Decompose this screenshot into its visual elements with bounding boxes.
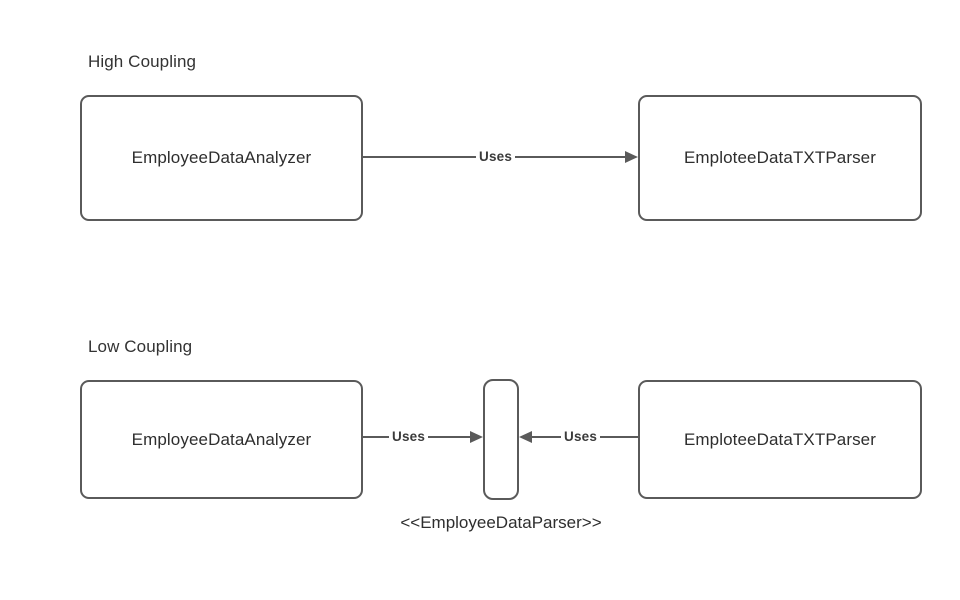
class-box-employee-data-analyzer-low[interactable]: EmployeeDataAnalyzer bbox=[80, 380, 363, 499]
arrowhead-icon-high-coupling bbox=[625, 151, 638, 163]
arrowhead-icon-low-coupling-left bbox=[470, 431, 483, 443]
section-heading-high-coupling: High Coupling bbox=[88, 52, 197, 71]
class-box-employee-data-txt-parser-high[interactable]: EmploteeDataTXTParser bbox=[638, 95, 922, 221]
class-box-employee-data-analyzer-high[interactable]: EmployeeDataAnalyzer bbox=[80, 95, 363, 221]
class-box-employee-data-txt-parser-low[interactable]: EmploteeDataTXTParser bbox=[638, 380, 922, 499]
interface-caption-employee-data-parser: <<EmployeeDataParser>> bbox=[400, 513, 602, 532]
class-box-label: EmployeeDataAnalyzer bbox=[131, 148, 312, 167]
arrowhead-icon-low-coupling-right bbox=[519, 431, 532, 443]
class-box-label: EmploteeDataTXTParser bbox=[683, 148, 876, 167]
edge-label-uses-low-coupling-left: Uses bbox=[389, 429, 429, 445]
edge-label-uses-low-coupling-right: Uses bbox=[561, 429, 601, 445]
section-heading-low-coupling: Low Coupling bbox=[88, 337, 193, 356]
edge-label-uses-high-coupling: Uses bbox=[476, 149, 516, 165]
class-box-label: EmploteeDataTXTParser bbox=[683, 429, 876, 449]
interface-box-employee-data-parser[interactable] bbox=[483, 379, 519, 500]
class-box-label: EmployeeDataAnalyzer bbox=[131, 429, 312, 449]
